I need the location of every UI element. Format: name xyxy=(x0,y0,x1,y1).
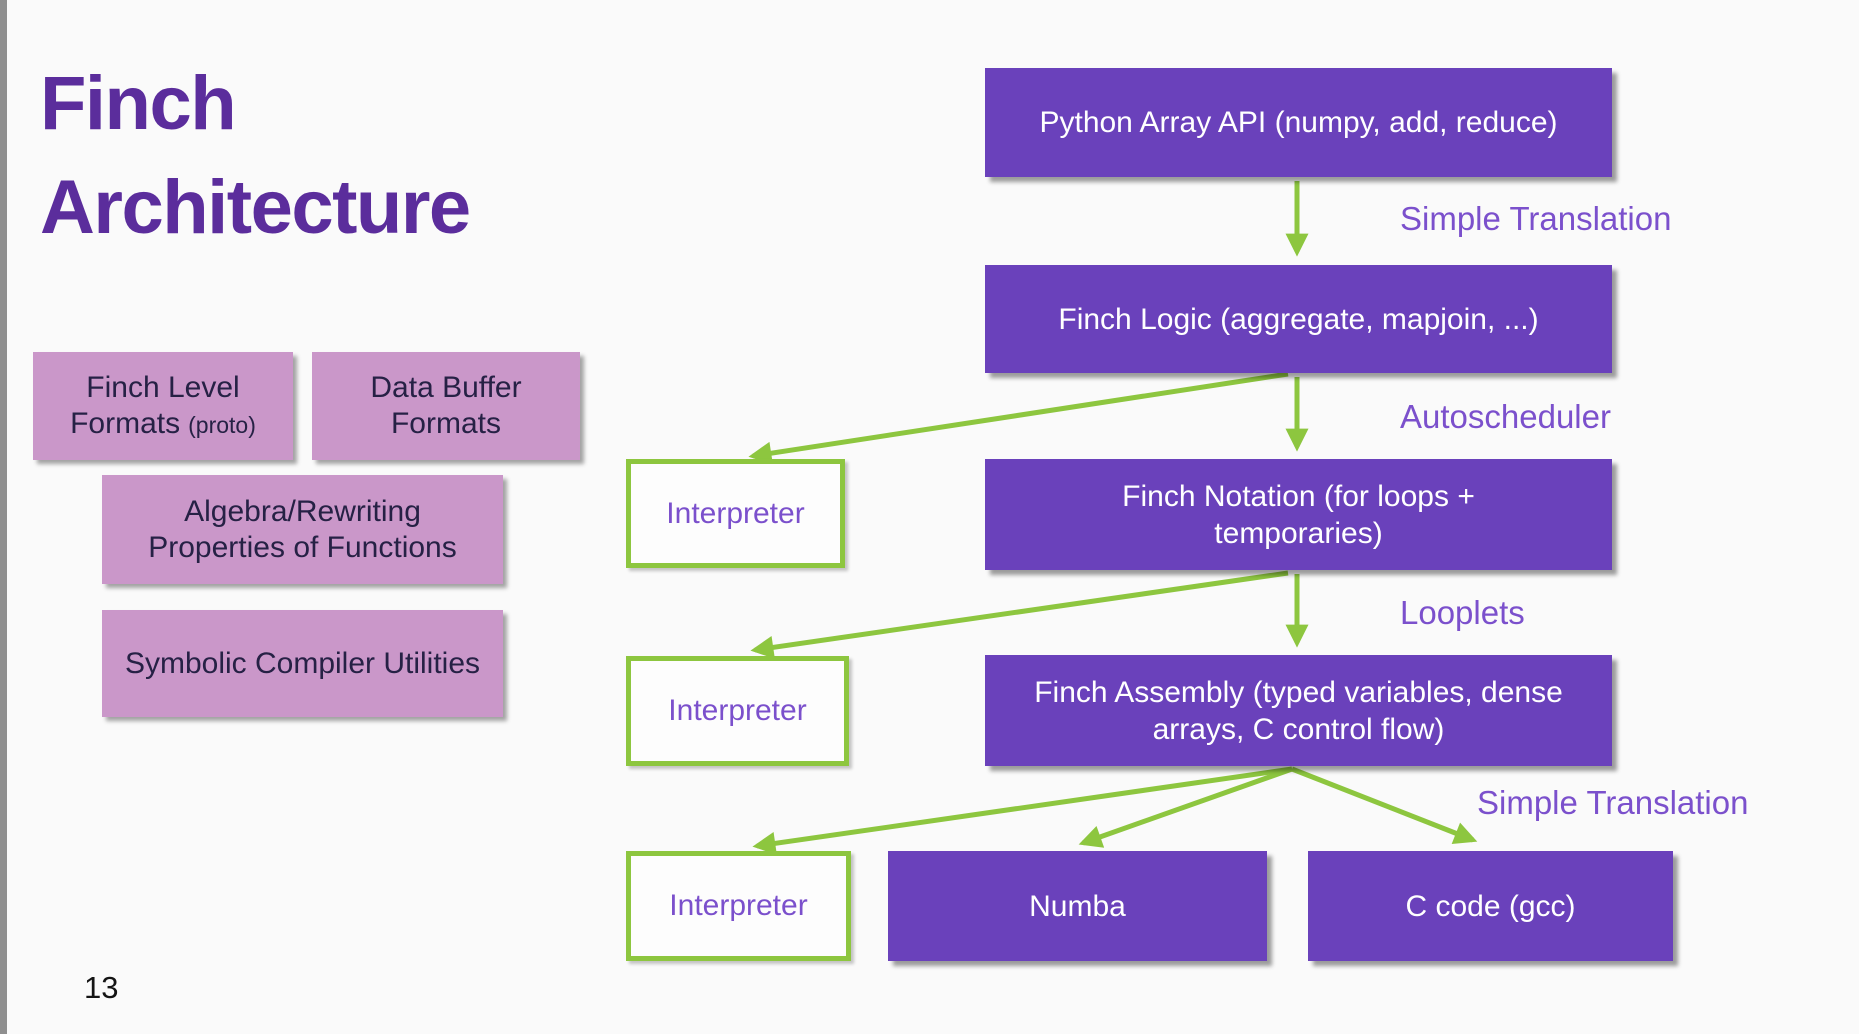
box-finch-logic-label: Finch Logic (aggregate, mapjoin, ...) xyxy=(1058,302,1539,336)
edge-label-autoscheduler: Autoscheduler xyxy=(1400,398,1611,435)
box-interpreter-3: Interpreter xyxy=(626,851,851,961)
box-finch-notation-label: Finch Notation (for loops + temporaries) xyxy=(1122,479,1475,550)
title-line-1: Finch xyxy=(40,61,237,146)
box-algebra-rewriting: Algebra/Rewriting Properties of Function… xyxy=(102,475,503,584)
box-data-buffer-formats: Data Buffer Formats xyxy=(312,352,580,460)
box-symbolic-compiler-utilities: Symbolic Compiler Utilities xyxy=(102,610,503,717)
box-numba-label: Numba xyxy=(1029,889,1126,923)
page-title: Finch Architecture xyxy=(40,52,471,260)
box-c-code: C code (gcc) xyxy=(1308,851,1673,961)
box-interpreter-1-label: Interpreter xyxy=(666,496,805,530)
box-finch-level-formats: Finch Level Formats(proto) xyxy=(33,352,293,460)
box-python-array-api: Python Array API (numpy, add, reduce) xyxy=(985,68,1612,177)
box-interpreter-1: Interpreter xyxy=(626,459,845,568)
edge-label-simple-translation-bottom: Simple Translation xyxy=(1477,784,1749,821)
box-interpreter-2-label: Interpreter xyxy=(668,694,807,727)
edge-label-looplets: Looplets xyxy=(1400,594,1525,631)
arrow-assembly-to-c-code xyxy=(1291,766,1478,844)
box-python-array-api-label: Python Array API (numpy, add, reduce) xyxy=(1039,106,1558,139)
box-numba: Numba xyxy=(888,851,1267,961)
box-interpreter-2: Interpreter xyxy=(626,656,849,766)
box-finch-assembly-label: Finch Assembly (typed variables, dense a… xyxy=(1034,675,1563,746)
proto-note: (proto) xyxy=(188,411,256,438)
box-finch-level-formats-label: Finch Level Formats(proto) xyxy=(70,370,256,440)
box-interpreter-3-label: Interpreter xyxy=(669,889,808,922)
arrow-notation-to-interpreter-2 xyxy=(750,570,1289,659)
box-finch-notation: Finch Notation (for loops + temporaries) xyxy=(985,459,1612,570)
arrow-logic-to-interpreter-1 xyxy=(748,371,1289,465)
box-algebra-rewriting-label: Algebra/Rewriting Properties of Function… xyxy=(148,494,457,564)
box-finch-logic: Finch Logic (aggregate, mapjoin, ...) xyxy=(985,265,1612,373)
box-finch-assembly: Finch Assembly (typed variables, dense a… xyxy=(985,655,1612,766)
title-line-2: Architecture xyxy=(40,165,471,250)
arrow-assembly-to-interpreter-3 xyxy=(752,766,1293,855)
edge-label-simple-translation-top: Simple Translation xyxy=(1400,200,1672,237)
box-c-code-label: C code (gcc) xyxy=(1405,889,1576,923)
box-data-buffer-formats-label: Data Buffer Formats xyxy=(370,371,522,440)
left-edge-strip xyxy=(0,0,7,1034)
box-symbolic-compiler-utilities-label: Symbolic Compiler Utilities xyxy=(124,646,481,680)
arrow-assembly-to-numba xyxy=(1078,766,1293,848)
page-number: 13 xyxy=(84,970,119,1005)
